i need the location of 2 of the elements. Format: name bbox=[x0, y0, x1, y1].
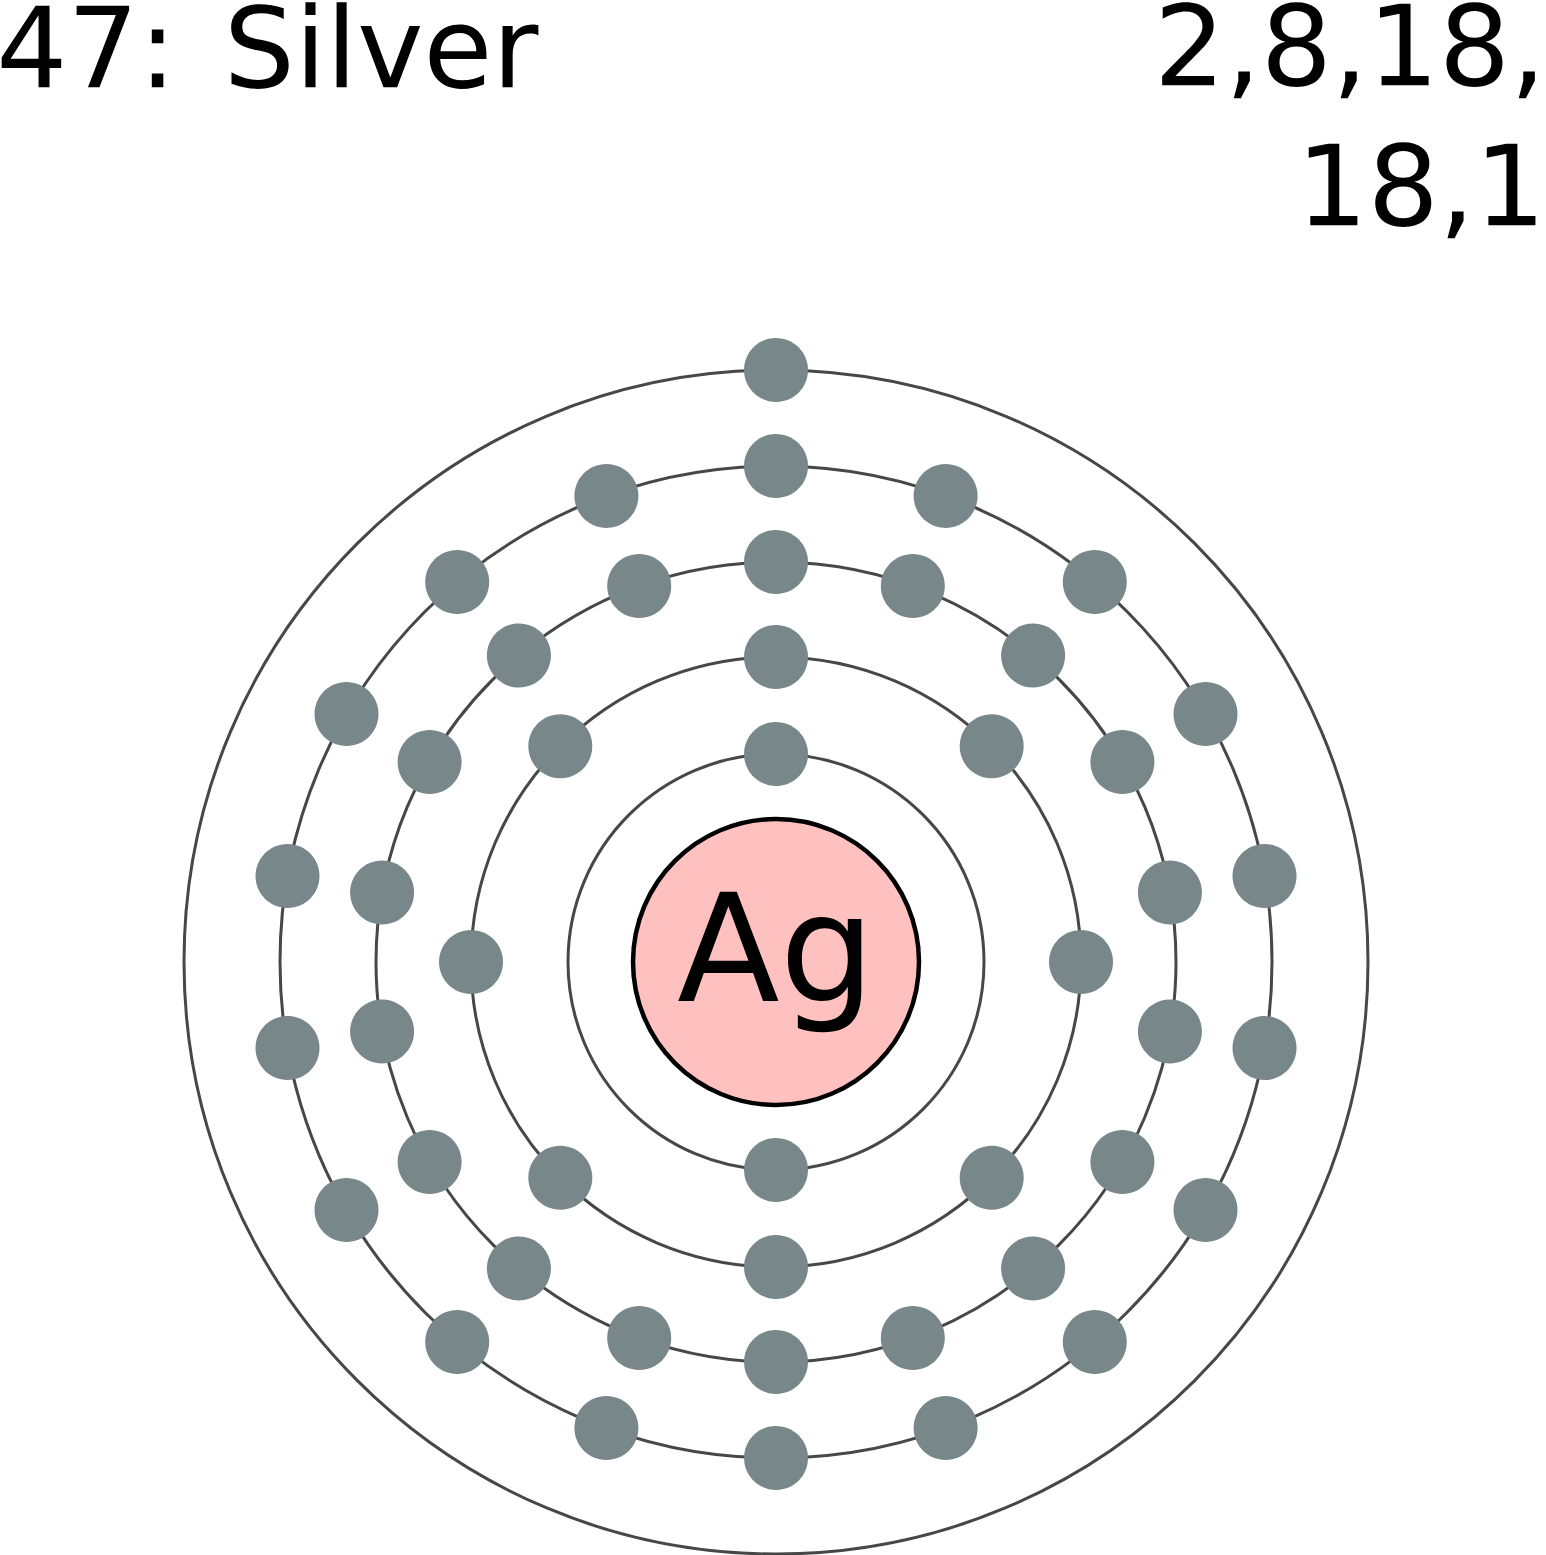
electron-configuration: 2,8,18, 18,1 bbox=[1162, 2, 1536, 239]
title: 47: Silver bbox=[1, 2, 539, 89]
